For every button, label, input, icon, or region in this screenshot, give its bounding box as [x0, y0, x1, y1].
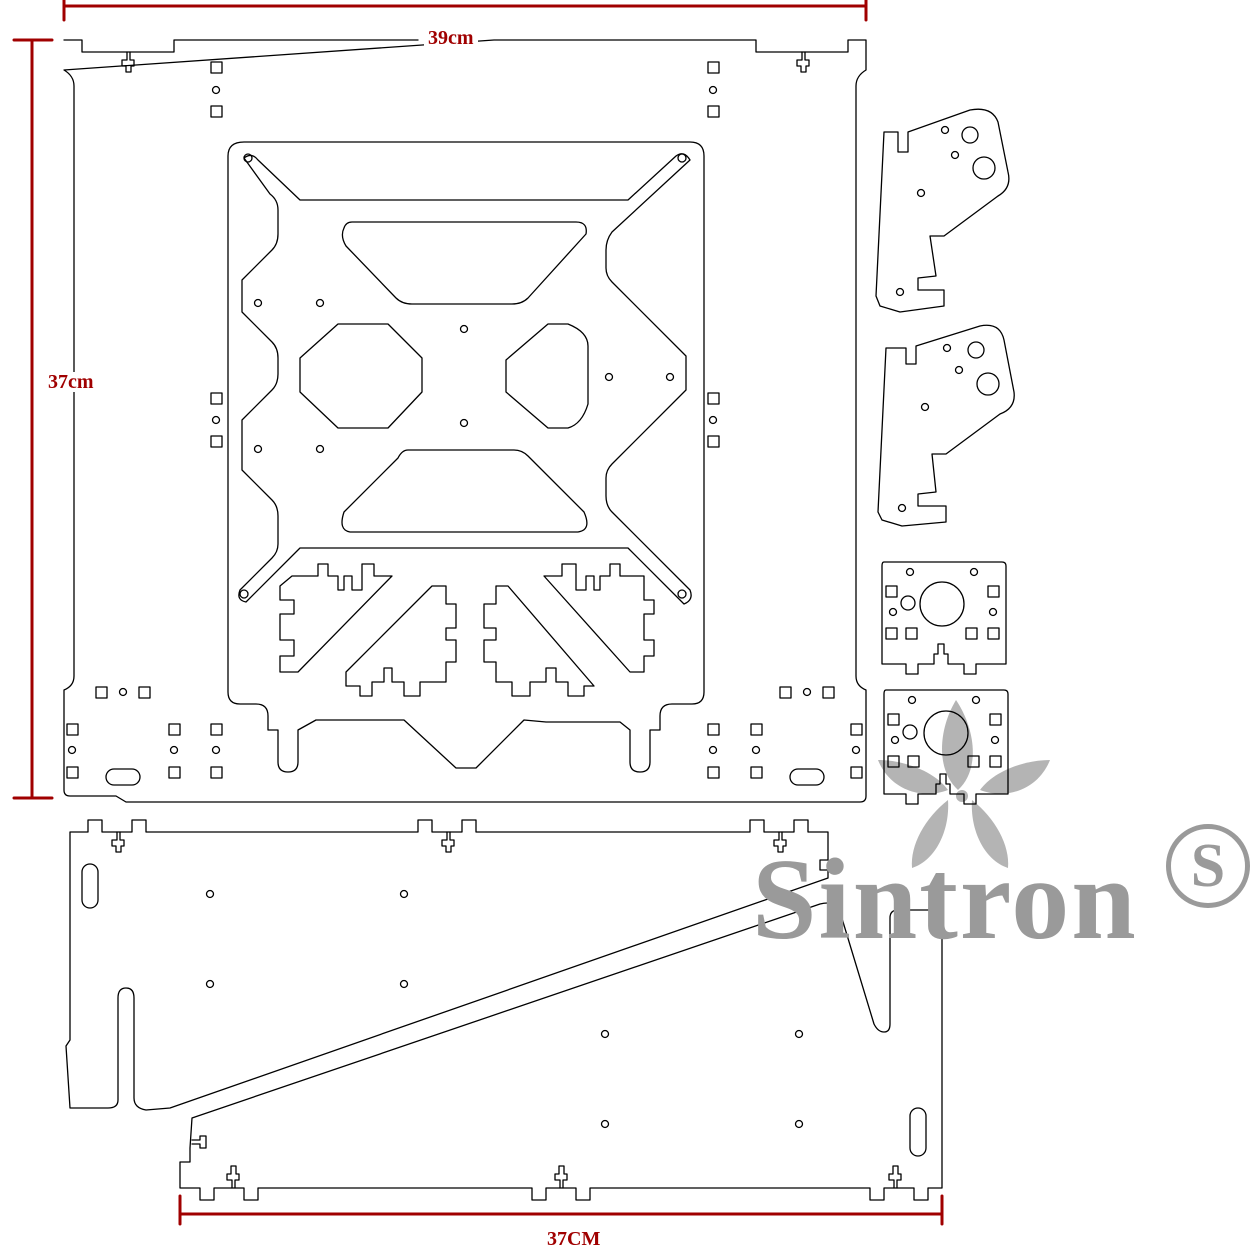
corner-bracket — [543, 563, 655, 673]
motor-center-hole — [919, 581, 965, 627]
side-panel-width-label: 37CM — [543, 1229, 605, 1249]
side-panel-outline — [65, 819, 829, 1111]
side-panel-left — [65, 819, 829, 1111]
motor-shaft-hole — [961, 126, 979, 144]
corner-bracket — [483, 585, 595, 697]
motor-shaft-hole — [967, 341, 985, 359]
frame-nut-slot — [121, 51, 135, 73]
brand-watermark-text: Sintron — [752, 836, 1138, 964]
cutout-bottom-trapezoid — [341, 449, 588, 533]
motor-plate-outline — [883, 689, 1009, 805]
frame-plate-outline — [63, 39, 867, 803]
registered-mark-icon: S — [1166, 824, 1250, 908]
top-width-dimension — [62, 0, 868, 22]
frame-nut-slot — [226, 1165, 240, 1189]
frame-nut-slot — [191, 1135, 207, 1149]
bottom-width-dimension — [178, 1194, 944, 1226]
side-bracket-upper — [875, 108, 1010, 313]
nested-corner-brackets — [279, 563, 655, 697]
frame-nut-slot — [554, 1165, 568, 1189]
side-panel-slot — [909, 1107, 927, 1157]
frame-nut-slot — [773, 831, 787, 853]
side-bracket-lower — [877, 324, 1015, 527]
motor-center-hole — [923, 710, 969, 756]
frame-nut-slot — [796, 51, 810, 73]
cutout-left-octagon — [299, 323, 423, 429]
side-panel-outline — [179, 902, 943, 1201]
side-bracket-outline — [875, 108, 1010, 313]
registered-mark-letter: S — [1190, 832, 1226, 900]
corner-bracket — [279, 563, 393, 673]
frame-nut-slot — [441, 831, 455, 853]
left-height-dimension — [12, 38, 54, 800]
frame-holes — [66, 61, 863, 786]
cutout-top-trapezoid — [341, 221, 587, 305]
side-panel-slot — [81, 863, 99, 909]
frame-plate — [63, 39, 867, 803]
carriage-outline — [227, 141, 705, 773]
side-panel-right — [179, 902, 943, 1201]
height-dimension-label: 37cm — [44, 372, 98, 392]
frame-nut-slot — [111, 831, 125, 853]
width-dimension-label: 39cm — [424, 28, 478, 48]
heatbed-carriage — [227, 141, 705, 773]
motor-shaft-hole — [972, 156, 996, 180]
carriage-holes — [253, 298, 675, 454]
frame-nut-slot — [888, 1165, 902, 1189]
motor-mount-plate-lower — [883, 689, 1009, 805]
carriage-slot — [238, 153, 692, 605]
dimension-lines — [12, 0, 944, 1226]
corner-bracket — [345, 585, 457, 697]
motor-plate-outline — [881, 561, 1007, 675]
motor-mount-plate-upper — [881, 561, 1007, 675]
cutout-right-octagon — [505, 323, 589, 429]
motor-shaft-hole — [976, 372, 1000, 396]
side-bracket-outline — [877, 324, 1015, 527]
